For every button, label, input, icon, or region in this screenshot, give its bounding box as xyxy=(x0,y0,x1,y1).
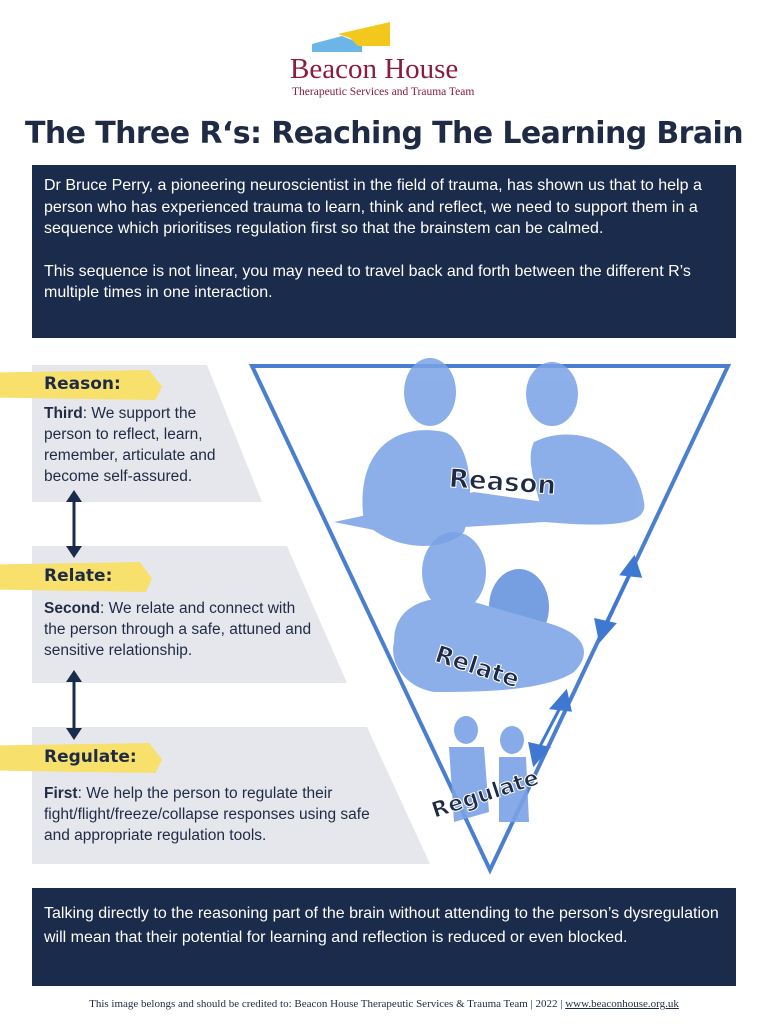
relate-figures-icon xyxy=(393,532,584,692)
reason-order: Third xyxy=(44,405,83,422)
intro-box: Dr Bruce Perry, a pioneering neuroscient… xyxy=(32,165,736,338)
double-arrow-icon xyxy=(594,554,643,644)
credit-line: This image belongs and should be credite… xyxy=(0,998,768,1010)
regulate-description: First: We help the person to regulate th… xyxy=(44,783,384,846)
credit-text: This image belongs and should be credite… xyxy=(89,998,566,1010)
diagram-label-reason: Reason xyxy=(448,464,557,501)
intro-paragraph-1: Dr Bruce Perry, a pioneering neuroscient… xyxy=(44,177,702,237)
double-arrow-icon xyxy=(66,490,82,558)
logo-name: Beacon House xyxy=(290,53,459,85)
relate-heading: Relate: xyxy=(0,562,152,592)
beacon-house-logo: Beacon House Therapeutic Services and Tr… xyxy=(290,22,490,102)
three-rs-triangle-diagram: Reason Relate Regulate xyxy=(248,358,732,875)
regulate-text: : We help the person to regulate their f… xyxy=(44,785,370,844)
double-arrow-icon xyxy=(528,688,572,768)
reason-figures-icon xyxy=(334,358,645,546)
intro-paragraph-2: This sequence is not linear, you may nee… xyxy=(44,262,691,302)
reason-description: Third: We support the person to reflect,… xyxy=(44,403,244,487)
logo-tagline: Therapeutic Services and Trauma Team xyxy=(292,86,475,98)
page-title: The Three R‘s: Reaching The Learning Bra… xyxy=(25,116,744,151)
double-arrow-icon xyxy=(66,670,82,740)
roof-logo-icon xyxy=(312,22,390,52)
relate-description: Second: We relate and connect with the p… xyxy=(44,598,314,661)
reason-heading: Reason: xyxy=(0,370,162,400)
relate-order: Second xyxy=(44,600,100,617)
closing-statement-box: Talking directly to the reasoning part o… xyxy=(32,888,736,986)
website-link[interactable]: www.beaconhouse.org.uk xyxy=(565,998,679,1010)
regulate-heading: Regulate: xyxy=(0,743,162,773)
regulate-order: First xyxy=(44,785,78,802)
relate-text: : We relate and connect with the person … xyxy=(44,600,312,659)
closing-statement: Talking directly to the reasoning part o… xyxy=(44,905,719,946)
reason-text: : We support the person to reflect, lear… xyxy=(44,405,216,485)
regulate-figures-icon xyxy=(449,716,529,822)
